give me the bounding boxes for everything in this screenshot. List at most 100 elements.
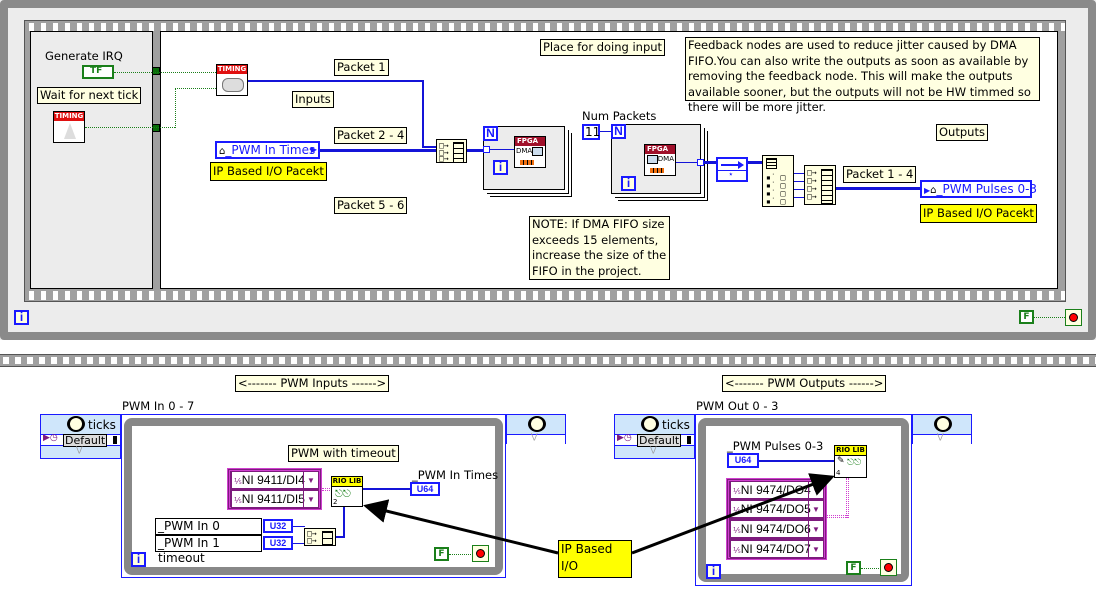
timing-source-icon: ▶◷ <box>617 433 632 443</box>
dropdown-arrow-icon: ▼ <box>808 501 823 517</box>
pwm-out-stop-false[interactable]: F <box>846 561 861 575</box>
top-loop-border <box>0 0 1096 340</box>
clock-icon <box>67 416 85 432</box>
timeout-wire <box>293 526 305 527</box>
elem-wire <box>794 181 804 182</box>
pwm-in0-timeout-control[interactable]: U32 <box>263 519 293 533</box>
pwm-in-times-indicator[interactable]: U64 <box>410 482 440 496</box>
stop-wire <box>861 568 881 569</box>
pwm-out-stop-terminal[interactable] <box>880 559 897 576</box>
pwm-out-loop-frame <box>698 418 909 582</box>
outputs-note: Outputs <box>936 124 988 141</box>
dma-write-vi[interactable]: FPGA DMA <box>514 136 546 168</box>
index-array-node[interactable]: ▪˙ □ ▪˙ □ ▪˙ □ ▪˙ □ <box>762 155 794 207</box>
num-packets-label: Num Packets <box>582 109 657 123</box>
packet-out-wire <box>836 187 920 190</box>
io-wire <box>322 488 332 491</box>
dma-label: DMA <box>657 155 674 163</box>
io-icon: ⅕ <box>733 546 741 555</box>
timed-loop-output-node[interactable]: ⋁ <box>506 414 566 444</box>
for-loop-count: N <box>611 124 626 139</box>
build-array-node[interactable]: □→ □→ □→ <box>436 139 467 163</box>
pwm-in-wire <box>320 149 436 152</box>
io-wire <box>846 478 849 518</box>
pwm-in1-timeout-control[interactable]: U32 <box>263 536 293 550</box>
place-for-input-note: Place for doing input <box>540 39 666 56</box>
timing-source-value[interactable]: Default <box>637 434 682 447</box>
rio-lib-badge: RIO LIB <box>835 446 866 456</box>
dropdown-arrow-icon: ▼ <box>808 521 823 537</box>
wait-for-next-tick-note: Wait for next tick <box>37 87 142 104</box>
pwm-in-loop-frame <box>124 418 503 575</box>
bool-wire <box>114 72 216 73</box>
timed-loop-output-node[interactable]: ⋁ <box>912 414 972 444</box>
rio-pwm-out-vi[interactable]: RIO LIB ✎ ⎋⎋ 4 <box>834 445 867 478</box>
pwm-pulses-label: _PWM Pulses 0-3 <box>727 439 824 453</box>
io-channel-do6[interactable]: ⅕NI 9474/DO6▼ <box>730 520 824 538</box>
pwm-in-times-control[interactable]: ⌂_PWM In Times▶ <box>215 141 320 159</box>
array-wire <box>748 161 762 164</box>
pwm-pulses-control[interactable]: U64 <box>727 453 759 468</box>
timeout-wire <box>293 543 305 544</box>
expand-chevron-icon: ⋁ <box>76 445 83 454</box>
elem-wire <box>794 197 804 198</box>
timed-loop-input-node[interactable]: ticks ▶◷ Default ⋁ <box>614 414 695 459</box>
sequence-film-bottom <box>25 291 1065 300</box>
build-array-node[interactable]: □→ □→ <box>304 528 336 546</box>
wait-next-tick-vi[interactable]: TIMING <box>53 111 85 143</box>
dma-out-wire <box>676 162 700 163</box>
irq-vi[interactable]: TIMING <box>216 64 248 96</box>
init-icon: ⋆ <box>728 170 734 180</box>
dma-read-vi[interactable]: FPGA DMA <box>644 144 676 176</box>
arrow-right-icon: ▶ <box>310 145 317 154</box>
build-array-node[interactable]: □→ □→ □→ □→ <box>804 165 836 205</box>
rio-pwm-in-vi[interactable]: RIO LIB ⎋⎋ 2 <box>331 476 363 507</box>
ip-based-io-note: IP Based I/O <box>558 540 632 578</box>
rio-lib-badge: RIO LIB <box>332 477 362 487</box>
bottom-sequence-holes <box>0 357 1096 364</box>
stop-terminal[interactable] <box>1065 309 1082 326</box>
pen-icon: ✎ <box>837 456 845 466</box>
home-icon: ⌂ <box>930 185 937 196</box>
count-wire <box>600 131 611 132</box>
dma-label: DMA <box>516 147 533 155</box>
io-icon: ⅕ <box>733 506 741 515</box>
num-packets-constant[interactable]: 11 <box>582 124 600 140</box>
stop-false-constant[interactable]: F <box>1019 310 1034 324</box>
feedback-node[interactable]: ⋆ <box>716 157 748 182</box>
expand-chevron-icon: ⋁ <box>531 432 538 441</box>
pwm-pulses-indicator[interactable]: ▶⌂_PWM Pulses 0-3 <box>920 180 1037 198</box>
clock-icon <box>934 416 952 432</box>
timed-loop-input-node[interactable]: ticks ▶◷ Default ⋁ <box>40 414 121 459</box>
sequence-film-top <box>25 22 1065 31</box>
fpga-badge: FPGA <box>515 137 545 146</box>
pwm-outputs-banner: <------- PWM Outputs ------> <box>722 375 887 392</box>
elem-wire <box>794 189 804 190</box>
io-channel-di4[interactable]: ⅕NI 9411/DI4▼ <box>231 471 319 489</box>
arrow-to-pwm-in <box>363 499 559 555</box>
io-channel-do7[interactable]: ⅕NI 9474/DO7▼ <box>730 540 824 558</box>
packet5-6-note: Packet 5 - 6 <box>334 197 408 214</box>
auto-index-tunnel <box>697 159 704 166</box>
pwm-in-loop-title: PWM In 0 - 7 <box>122 399 195 413</box>
io-channel-do4[interactable]: ⅕NI 9474/DO4▼ <box>730 481 824 499</box>
pwm-in-loop-index: i <box>131 552 146 567</box>
io-icon: ⅕ <box>234 477 242 486</box>
pwm-timeout-note: PWM with timeout <box>288 445 399 462</box>
packet1-4-note: Packet 1 - 4 <box>843 166 917 183</box>
ip-packet-note-out: IP Based I/O Pacekt <box>920 204 1037 223</box>
io-icon: ⅕ <box>733 526 741 535</box>
io-channel-di5[interactable]: ⅕NI 9411/DI5▼ <box>231 490 319 508</box>
pwm-in-times-label: _PWM In Times <box>412 468 499 482</box>
dropdown-arrow-icon: ▼ <box>303 472 318 488</box>
io-icon: ⅕ <box>234 496 242 505</box>
pwm-in-stop-false[interactable]: F <box>434 547 449 561</box>
computer-icon <box>532 147 543 156</box>
bool-wire <box>175 88 216 89</box>
for-loop-count: N <box>483 126 498 141</box>
dropdown-arrow-icon: ▼ <box>303 491 318 507</box>
pwm-in-stop-terminal[interactable] <box>472 545 489 562</box>
pwm-in1-timeout-label: _PWM In 1 timeout <box>155 535 262 565</box>
timing-source-value[interactable]: Default <box>63 434 108 447</box>
generate-irq-constant[interactable]: TF <box>82 65 114 79</box>
